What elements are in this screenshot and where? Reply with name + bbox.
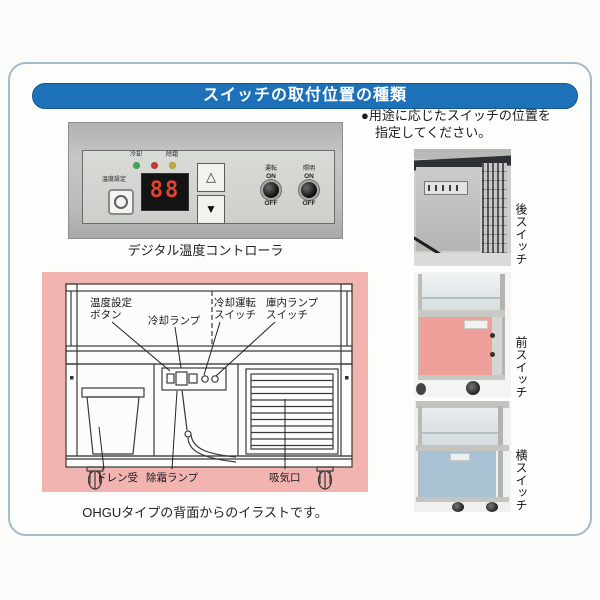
bottom-rail <box>416 497 509 502</box>
run-toggle-label: 運転 <box>264 166 277 172</box>
front-switch-dot <box>490 352 495 357</box>
frame-post <box>498 406 503 502</box>
rear-view-illustration: 温度設定 ボタン 冷却ランプ 冷却運転 スイッチ 庫内ランプ スイッチ ドレン受… <box>65 283 353 490</box>
caster-right <box>316 466 334 490</box>
temp-set-button <box>108 189 134 215</box>
center-led <box>151 162 158 169</box>
glass-top <box>422 408 498 445</box>
label-temp-button-2: ボタン <box>90 309 122 321</box>
light-toggle-label: 照明 <box>302 166 315 172</box>
down-arrow-icon: ▼ <box>197 195 225 224</box>
floor <box>414 253 511 266</box>
usage-note-line1: ●用途に応じたスイッチの位置を <box>361 108 551 123</box>
toggle-knob-icon <box>301 182 317 198</box>
caster-wheel <box>416 383 426 395</box>
name-plate <box>450 453 470 461</box>
caster-wheel <box>466 381 480 395</box>
caster-wheel <box>452 502 464 512</box>
top-frame <box>416 401 509 408</box>
side-switch-photo <box>414 401 511 512</box>
bottom-rail <box>418 375 505 380</box>
controller-panel: 温度設定 冷却 除霜 88 △ ▼ 運転 ON OFF 照明 ON OFF <box>82 150 335 224</box>
name-plate <box>464 320 488 329</box>
temp-set-label: 温度設定 <box>102 177 127 183</box>
label-interior-lamp-switch-2: スイッチ <box>266 309 308 321</box>
unit-body <box>416 167 480 251</box>
label-defrost-lamp: 除霜ランプ <box>146 471 199 484</box>
cooling-led <box>133 162 140 169</box>
caster-left <box>86 466 104 490</box>
label-drain-pan: ドレン受 <box>96 472 138 484</box>
corner-post <box>492 317 502 375</box>
toggle-knob-icon <box>263 182 279 198</box>
run-toggle-off: OFF <box>264 200 278 207</box>
label-interior-lamp-switch: 庫内ランプ <box>266 296 319 309</box>
cooling-led-label: 冷却 <box>130 152 143 158</box>
light-toggle-switch: 照明 ON OFF <box>290 166 328 207</box>
front-panel-pink <box>420 317 492 375</box>
rear-control-strip <box>424 181 468 195</box>
glass-top <box>422 275 500 310</box>
page-title: スイッチの取付位置の種類 <box>32 83 578 109</box>
defrost-led <box>169 162 176 169</box>
run-toggle-switch: 運転 ON OFF <box>252 166 290 207</box>
rear-view-diagram: 温度設定 ボタン 冷却ランプ 冷却運転 スイッチ 庫内ランプ スイッチ ドレン受… <box>42 272 368 492</box>
label-air-intake: 吸気口 <box>269 471 301 484</box>
defrost-led-label: 除霜 <box>166 152 179 158</box>
up-arrow-icon: △ <box>197 163 225 192</box>
temperature-display: 88 <box>141 173 189 211</box>
controller-photo: 温度設定 冷却 除霜 88 △ ▼ 運転 ON OFF 照明 ON OFF <box>68 122 343 239</box>
light-toggle-off: OFF <box>302 200 316 207</box>
label-cool-lamp: 冷却ランプ <box>148 314 201 327</box>
caster-wheel <box>486 502 498 512</box>
run-toggle-on: ON <box>266 173 276 180</box>
diagram-caption: OHGUタイプの背面からのイラストです。 <box>82 505 328 520</box>
light-toggle-on: ON <box>304 173 314 180</box>
front-switch-photo <box>414 272 511 397</box>
label-temp-button: 温度設定 <box>90 296 132 309</box>
side-panel-blue <box>420 451 496 497</box>
mid-rail <box>416 445 509 451</box>
usage-note-line2: 指定してください。 <box>375 125 492 140</box>
front-switch-label: 前スイッチ <box>514 336 528 399</box>
counter-top <box>414 149 511 159</box>
rear-switch-label: 後スイッチ <box>514 203 528 266</box>
front-switch-dot <box>490 333 495 338</box>
mid-rail <box>418 310 505 317</box>
label-cool-run-switch: 冷却運転 <box>214 296 256 309</box>
usage-note: ●用途に応じたスイッチの位置を 指定してください。 <box>361 107 551 141</box>
label-cool-run-switch-2: スイッチ <box>214 309 256 321</box>
controller-caption: デジタル温度コントローラ <box>127 243 284 258</box>
rear-switch-photo <box>414 149 511 266</box>
side-switch-label: 横スイッチ <box>514 449 528 512</box>
vent-grille <box>482 163 507 261</box>
frame-post <box>500 274 505 380</box>
